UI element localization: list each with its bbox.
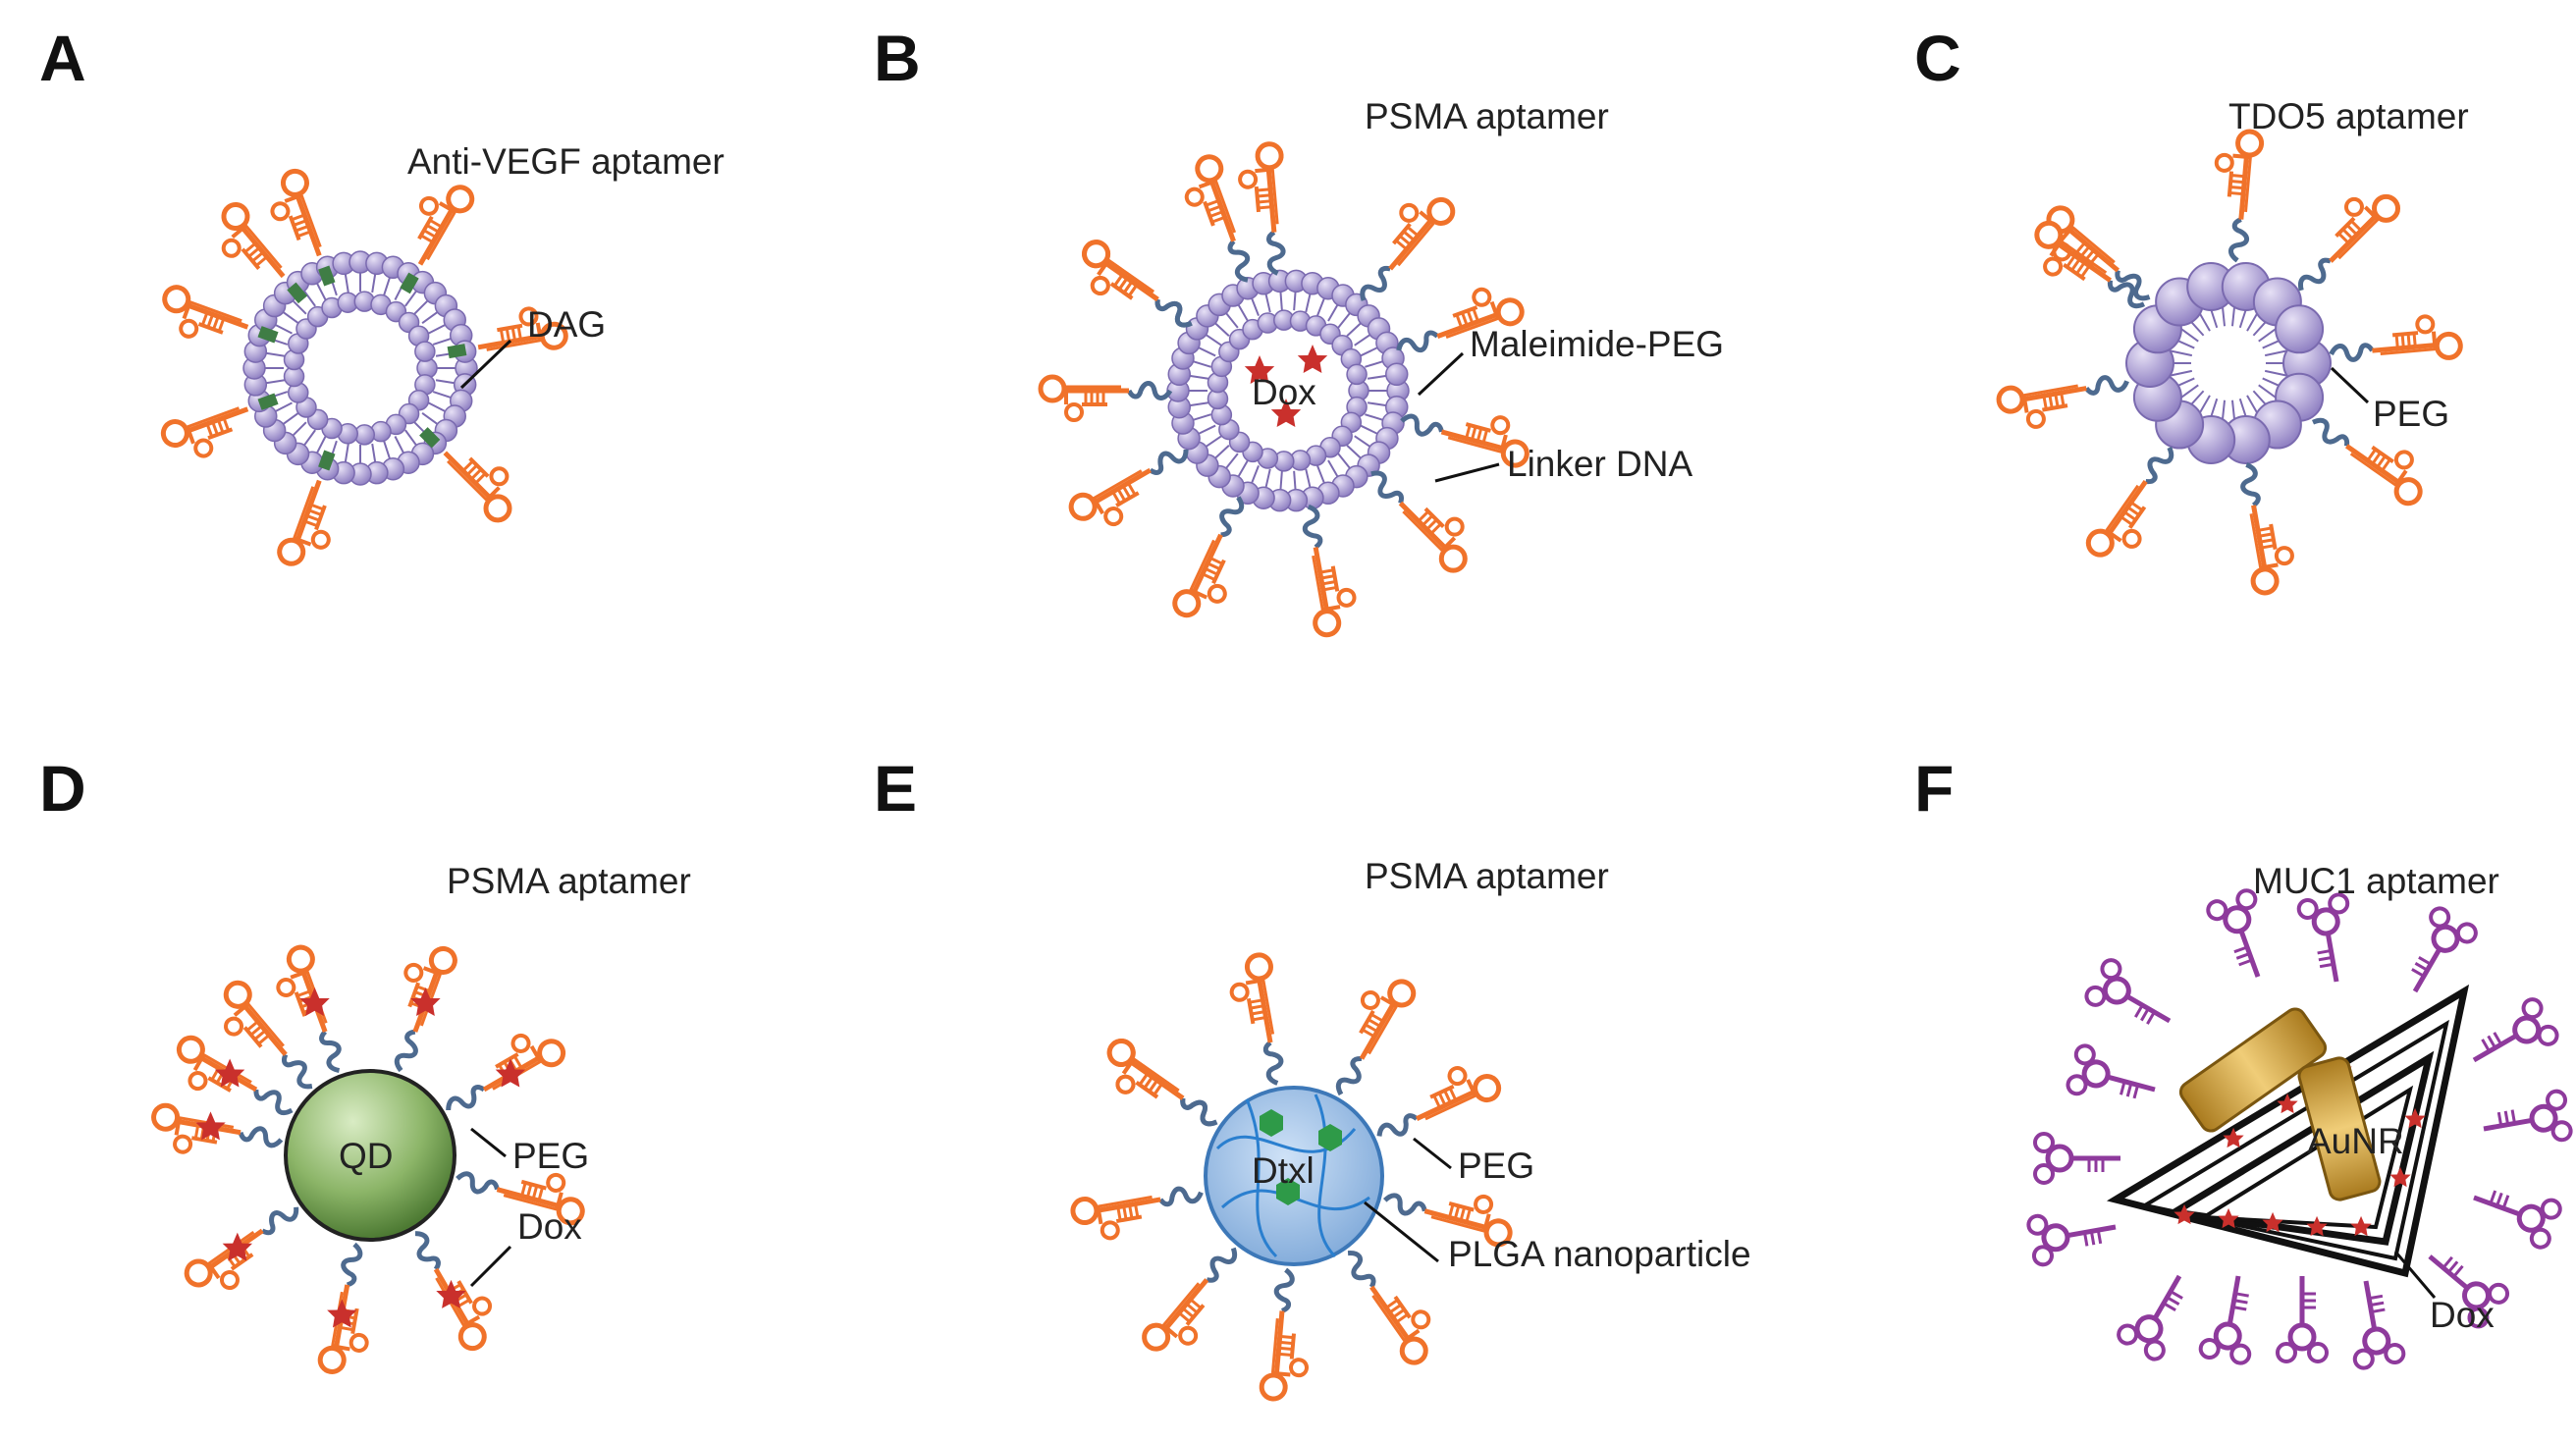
label-dox-f: Dox [2430,1295,2495,1335]
panel-letter-b: B [874,22,921,94]
panel-b-liposome [1041,143,1534,637]
label-linker-dna: Linker DNA [1507,444,1692,484]
panel-letter-e: E [874,752,917,825]
label-plga-nanoparticle: PLGA nanoparticle [1448,1234,1751,1274]
aptamer-ring [1997,129,2461,595]
panel-a-liposome [155,168,568,573]
dtxl-hexagon [1260,1109,1283,1137]
panel-f-origami [2027,888,2572,1369]
label-psma-aptamer-b: PSMA aptamer [1365,96,1609,136]
panel-e-plga [1071,953,1518,1402]
label-aunr: AuNR [2307,1121,2404,1161]
panel-letter-f: F [1914,752,1954,825]
label-tdo5-aptamer: TDO5 aptamer [2228,96,2469,136]
dtxl-hexagon [1318,1124,1342,1151]
leader-dag [459,339,512,390]
panel-c-micelle [1997,129,2461,595]
leader-peg-d [470,1127,507,1158]
panel-letter-d: D [39,752,86,825]
leader-dox-d [469,1245,512,1288]
label-dtxl: Dtxl [1252,1150,1315,1191]
micelle [2125,262,2332,464]
label-psma-aptamer-e: PSMA aptamer [1365,856,1609,896]
label-peg-c: PEG [2373,394,2449,434]
leader-dox-f [2393,1251,2437,1299]
leader-peg-c [2330,366,2370,404]
dtxl-hexagon [1276,1178,1300,1205]
liposome-bilayer [1166,269,1410,512]
label-dox-b: Dox [1252,372,1316,412]
label-qd: QD [339,1136,394,1176]
leader-peg-e [1413,1137,1452,1170]
liposome-bilayer [242,250,478,486]
dox-star [1297,345,1328,373]
gold-nanorod [2297,1056,2382,1201]
panel-letter-c: C [1914,22,1961,94]
gold-nanorod [2178,1007,2328,1133]
leader-maleimide-peg [1417,351,1465,397]
aptamer-ring [155,168,568,573]
leader-plga [1364,1201,1439,1263]
leader-linker-dna [1434,462,1500,483]
label-muc1-aptamer: MUC1 aptamer [2253,861,2499,901]
label-psma-aptamer-d: PSMA aptamer [447,861,691,901]
label-peg-d: PEG [512,1136,589,1176]
label-peg-e: PEG [1458,1146,1534,1186]
panel-letter-a: A [39,22,86,94]
label-maleimide-peg: Maleimide-PEG [1470,324,1724,364]
panel-d-quantum-dot [148,938,590,1377]
label-dox-d: Dox [517,1206,582,1247]
label-anti-vegf-aptamer: Anti-VEGF aptamer [407,141,724,182]
label-dag: DAG [527,304,606,345]
quantum-dot-core [284,1069,456,1242]
